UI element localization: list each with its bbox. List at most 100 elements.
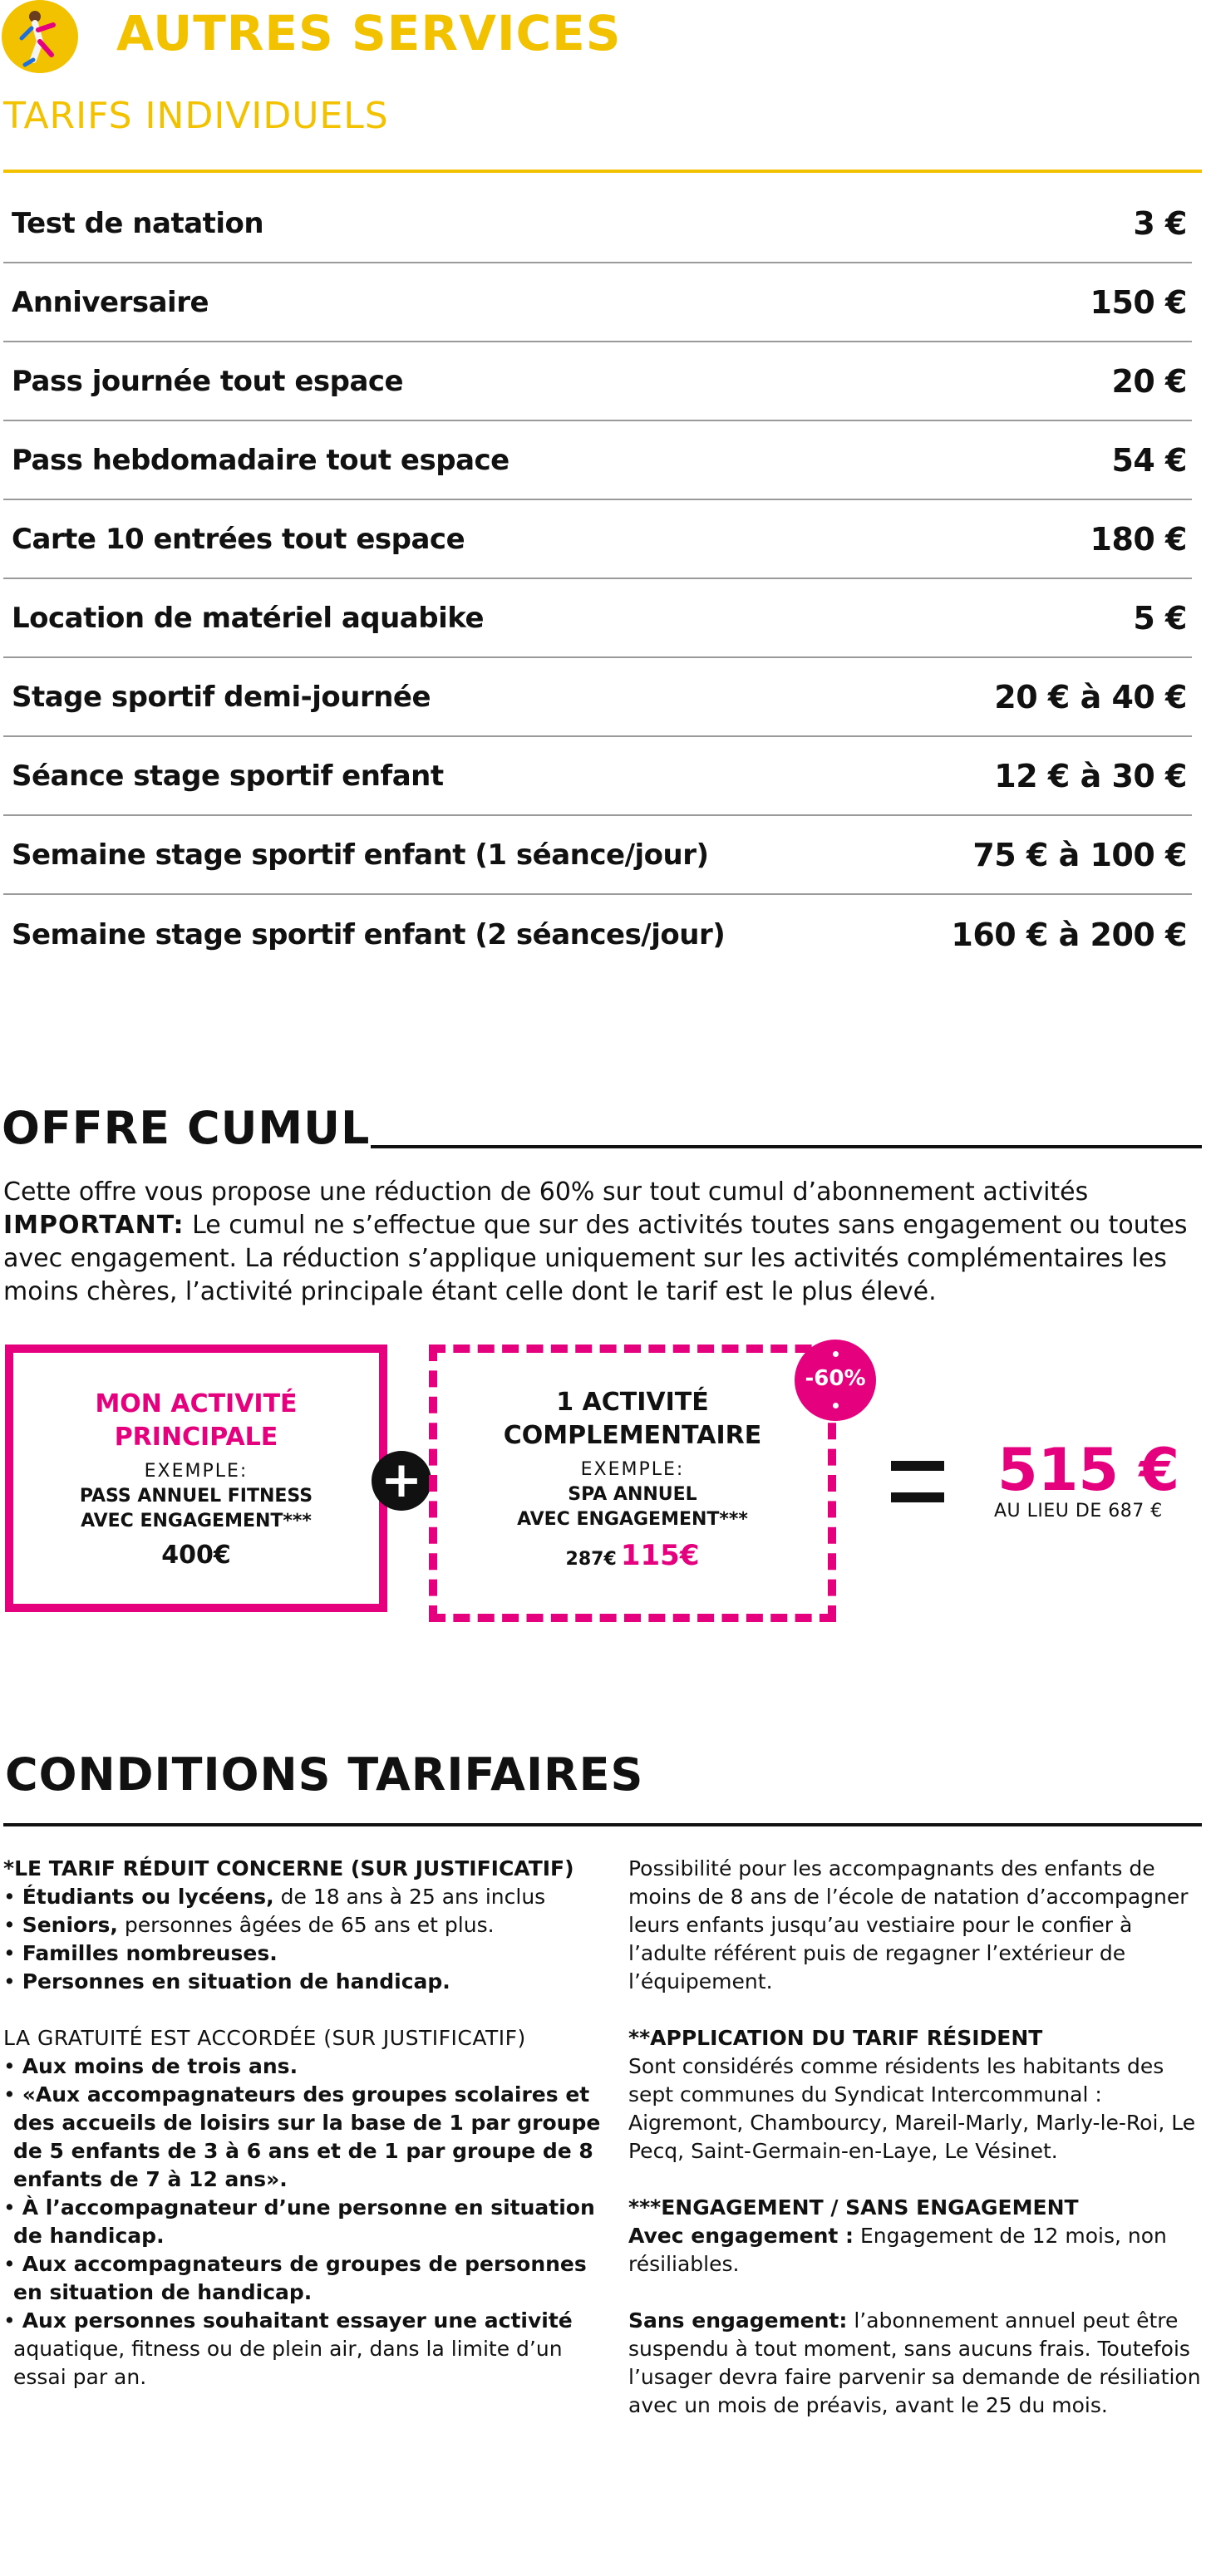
table-row: Pass journée tout espace 20 € <box>3 342 1192 421</box>
conditions-right-column: Possibilité pour les accompagnants des e… <box>628 1855 1202 2420</box>
avec-engagement-label: Avec engagement : <box>628 2224 854 2248</box>
tarif-label: Pass hebdomadaire tout espace <box>12 443 509 477</box>
complementary-activity-box: 1 ACTIVITÉ COMPLEMENTAIRE EXEMPLE: SPA A… <box>429 1345 836 1622</box>
tarif-label: Anniversaire <box>12 285 209 319</box>
comp-box-product: AVEC ENGAGEMENT*** <box>517 1509 748 1530</box>
list-item-bold: À l’accompagnateur d’une personne en sit… <box>13 2195 595 2248</box>
tarif-label: Séance stage sportif enfant <box>12 759 444 793</box>
resident-text: Sont considérés comme résidents les habi… <box>628 2054 1196 2163</box>
discounted-price: 115€ <box>620 1539 700 1572</box>
tarif-label: Location de matériel aquabike <box>12 601 485 635</box>
comp-box-head: COMPLEMENTAIRE <box>503 1421 762 1450</box>
badge-dot-icon <box>833 1403 839 1408</box>
plus-icon: + <box>372 1451 431 1511</box>
free-access-heading: LA GRATUITÉ EST ACCORDÉE (SUR JUSTIFICAT… <box>3 2026 526 2050</box>
comp-box-prices: 287€ 115€ <box>437 1539 828 1572</box>
tarif-price: 12 € à 30 € <box>994 757 1187 794</box>
list-item-text: personnes âgées de 65 ans et plus. <box>117 1913 495 1937</box>
sans-engagement-label: Sans engagement: <box>628 2308 848 2333</box>
list-item-bold: Étudiants ou lycéens, <box>22 1885 274 1909</box>
list-item-bold: Aux moins de trois ans. <box>22 2054 298 2078</box>
old-price: 287€ <box>565 1549 617 1570</box>
divider <box>3 170 1202 173</box>
list-item-bold: Aux accompagnateurs de groupes de person… <box>13 2252 587 2304</box>
main-box-product: AVEC ENGAGEMENT*** <box>81 1511 312 1531</box>
list-item-bold: Familles nombreuses. <box>22 1941 278 1965</box>
conditions-title: CONDITIONS TARIFAIRES <box>5 1748 644 1801</box>
comp-box-product: SPA ANNUEL <box>568 1484 697 1505</box>
total-price: 515 € <box>997 1436 1180 1504</box>
main-box-product: PASS ANNUEL FITNESS <box>79 1486 313 1507</box>
list-item: • Familles nombreuses. <box>3 1941 278 1965</box>
equals-icon <box>891 1461 944 1471</box>
tarif-price: 180 € <box>1090 520 1188 558</box>
instead-of-price: AU LIEU DE 687 € <box>994 1501 1163 1522</box>
badge-dot-icon <box>833 1351 839 1357</box>
section-title: AUTRES SERVICES <box>116 5 622 61</box>
table-row: Location de matériel aquabike 5 € <box>3 579 1192 658</box>
conditions-left-column: *LE TARIF RÉDUIT CONCERNE (SUR JUSTIFICA… <box>3 1855 602 2392</box>
tarif-label: Semaine stage sportif enfant (2 séances/… <box>12 917 726 951</box>
main-box-head: MON ACTIVITÉ <box>95 1389 298 1418</box>
list-item: • Aux moins de trois ans. <box>3 2054 298 2078</box>
tarif-price: 20 € à 40 € <box>994 678 1187 715</box>
list-item-bold: «Aux accompagnateurs des groupes scolair… <box>13 2082 601 2191</box>
list-item: • Aux accompagnateurs de groupes de pers… <box>3 2252 587 2304</box>
table-row: Test de natation 3 € <box>3 184 1192 263</box>
tarif-price: 3 € <box>1133 204 1187 242</box>
table-row: Carte 10 entrées tout espace 180 € <box>3 500 1192 579</box>
comp-box-head: 1 ACTIVITÉ <box>556 1388 709 1417</box>
table-row: Pass hebdomadaire tout espace 54 € <box>3 421 1192 500</box>
list-item: • Seniors, personnes âgées de 65 ans et … <box>3 1913 495 1937</box>
tarif-price: 20 € <box>1111 362 1187 400</box>
list-item-bold: Personnes en situation de handicap. <box>22 1969 450 1993</box>
table-row: Semaine stage sportif enfant (2 séances/… <box>3 895 1192 974</box>
list-item-bold: Seniors, <box>22 1913 118 1937</box>
tarif-price: 5 € <box>1133 599 1187 637</box>
main-box-example: EXEMPLE: <box>144 1461 249 1482</box>
tarif-price: 54 € <box>1111 441 1187 479</box>
cumul-important: IMPORTANT: Le cumul ne s’effectue que su… <box>3 1209 1204 1309</box>
main-box-head: PRINCIPALE <box>114 1423 278 1452</box>
resident-heading: **APPLICATION DU TARIF RÉSIDENT <box>628 2026 1043 2050</box>
discount-badge-label: -60% <box>805 1366 866 1391</box>
list-item: • «Aux accompagnateurs des groupes scola… <box>3 2082 601 2191</box>
cumul-description: Cette offre vous propose une réduction d… <box>3 1176 1204 1309</box>
comp-box-example: EXEMPLE: <box>580 1459 685 1480</box>
list-item: • Personnes en situation de handicap. <box>3 1969 450 1993</box>
important-label: IMPORTANT: <box>3 1211 185 1240</box>
main-box-price: 400€ <box>161 1541 231 1570</box>
list-item: • À l’accompagnateur d’une personne en s… <box>3 2195 595 2248</box>
swimmer-logo-icon <box>2 0 78 73</box>
list-item: • Étudiants ou lycéens, de 18 ans à 25 a… <box>3 1885 546 1909</box>
list-item: • Aux personnes souhaitant essayer une a… <box>3 2308 573 2389</box>
tarif-price: 160 € à 200 € <box>951 916 1187 953</box>
tarif-label: Pass journée tout espace <box>12 364 404 398</box>
table-row: Anniversaire 150 € <box>3 263 1192 342</box>
divider <box>3 1823 1202 1826</box>
table-row: Stage sportif demi-journée 20 € à 40 € <box>3 658 1192 737</box>
tarif-label: Test de natation <box>12 206 264 240</box>
engagement-heading: ***ENGAGEMENT / SANS ENGAGEMENT <box>628 2195 1079 2220</box>
tarif-price: 150 € <box>1090 283 1188 321</box>
table-row: Semaine stage sportif enfant (1 séance/j… <box>3 816 1192 895</box>
main-activity-box: MON ACTIVITÉ PRINCIPALE EXEMPLE: PASS AN… <box>5 1345 387 1612</box>
list-item-text: de 18 ans à 25 ans inclus <box>273 1885 546 1909</box>
avec-engagement-text: Engagement de 12 mois, non résiliables. <box>628 2224 1167 2276</box>
tarif-label: Stage sportif demi-journée <box>12 680 431 714</box>
cumul-intro: Cette offre vous propose une réduction d… <box>3 1177 1089 1207</box>
sans-engagement-text: l’abonnement annuel peut être suspendu à… <box>628 2308 1201 2417</box>
list-item-bold: Aux personnes souhaitant essayer une act… <box>22 2308 573 2333</box>
divider <box>371 1145 1202 1148</box>
sans-engagement: Sans engagement: l’abonnement annuel peu… <box>628 2307 1202 2420</box>
list-item-text: aquatique, fitness ou de plein air, dans… <box>13 2337 563 2389</box>
tarif-label: Carte 10 entrées tout espace <box>12 522 465 556</box>
equals-icon <box>891 1492 944 1502</box>
table-row: Séance stage sportif enfant 12 € à 30 € <box>3 737 1192 816</box>
cumul-title: OFFRE CUMUL <box>2 1102 371 1154</box>
section-subtitle: TARIFS INDIVIDUELS <box>3 95 389 137</box>
important-text: Le cumul ne s’effectue que sur des activ… <box>3 1211 1188 1306</box>
tarif-price: 75 € à 100 € <box>972 836 1187 873</box>
tarif-label: Semaine stage sportif enfant (1 séance/j… <box>12 838 709 872</box>
accompagnants-text: Possibilité pour les accompagnants des e… <box>628 1856 1189 1993</box>
